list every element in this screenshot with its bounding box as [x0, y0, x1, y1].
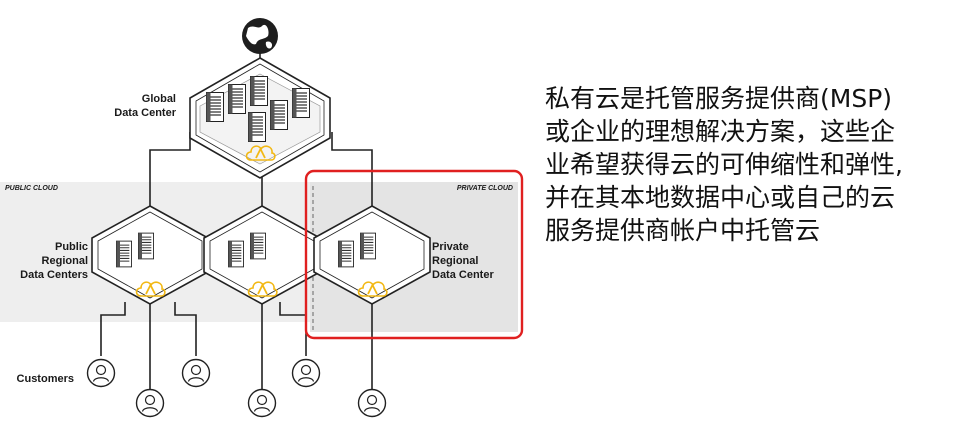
caption-line-2: 或企业的理想解决方案，这些企: [545, 117, 896, 146]
caption-line-5: 服务提供商帐户中托管云: [545, 216, 821, 245]
customer-icon: [247, 388, 277, 418]
public-dc-label-line2: Regional: [42, 255, 88, 267]
private-dc-label-line1: Private: [432, 241, 469, 253]
caption-line-1: 私有云是托管服务提供商(MSP): [545, 84, 893, 113]
customers-label: Customers: [17, 373, 74, 385]
customer-icon: [291, 358, 321, 388]
customer-icon: [181, 358, 211, 388]
caption-text: 私有云是托管服务提供商(MSP) 或企业的理想解决方案，这些企 业希望获得云的可…: [545, 82, 965, 247]
connector-lines: [100, 52, 373, 398]
private-cloud-highlight: [304, 169, 524, 340]
globe-icon: [242, 18, 278, 54]
private-regional-dc-node: [313, 205, 431, 305]
customer-icon: [86, 358, 116, 388]
private-cloud-zone-label: PRIVATE CLOUD: [457, 185, 513, 192]
global-data-center-node: [189, 57, 331, 179]
customer-icon: [135, 388, 165, 418]
public-dc-label-line3: Data Centers: [20, 269, 88, 281]
caption-line-3: 业希望获得云的可伸缩性和弹性,: [545, 150, 903, 179]
customer-icon: [357, 388, 387, 418]
public-cloud-zone-label: PUBLIC CLOUD: [5, 185, 58, 192]
global-dc-label-line1: Global: [142, 93, 176, 105]
caption-line-4: 并在其本地数据中心或自己的云: [545, 183, 896, 212]
private-dc-label-line3: Data Center: [432, 269, 494, 281]
private-dc-label-line2: Regional: [432, 255, 478, 267]
public-dc-label-line1: Public: [55, 241, 88, 253]
global-dc-label-line2: Data Center: [114, 107, 176, 119]
